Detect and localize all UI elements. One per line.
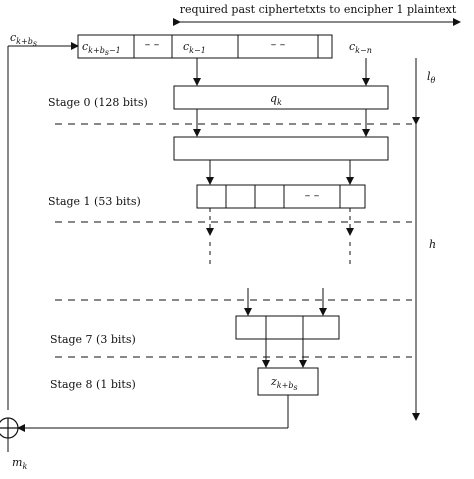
stage-0-box (173, 136, 389, 161)
output-label: zk+bs (270, 375, 298, 392)
input-label: ck+bs (10, 31, 37, 48)
mk-label: mk (12, 456, 27, 471)
stage-1-dashes: – – (305, 189, 320, 202)
l-theta-label: lθ (427, 70, 436, 85)
stage-1-label: Stage 1 (53 bits) (48, 195, 141, 208)
stage-7-label: Stage 7 (3 bits) (50, 333, 136, 346)
register-cell-dashes-1: – – (145, 38, 160, 51)
stage-0-label: Stage 0 (128 bits) (48, 96, 148, 109)
ciphertext-register: ck+bs−1 – – ck−1 – – ck−n (77, 34, 372, 59)
register-cell-k-minus-n: ck−n (349, 40, 372, 55)
stage-7-box (235, 315, 340, 340)
stage-1-box: – – (196, 184, 366, 209)
register-cell-dashes-2: – – (271, 38, 286, 51)
qk-label: qk (270, 92, 282, 107)
register-cell-k-minus-1: ck−1 (183, 40, 206, 55)
h-label: h (429, 238, 436, 251)
register-cell-first: ck+bs−1 (82, 40, 121, 57)
xor-icon (0, 417, 19, 439)
qk-box (173, 85, 389, 110)
top-caption: required past ciphertetxts to encipher 1… (180, 3, 457, 16)
stage-8-label: Stage 8 (1 bits) (50, 378, 136, 391)
